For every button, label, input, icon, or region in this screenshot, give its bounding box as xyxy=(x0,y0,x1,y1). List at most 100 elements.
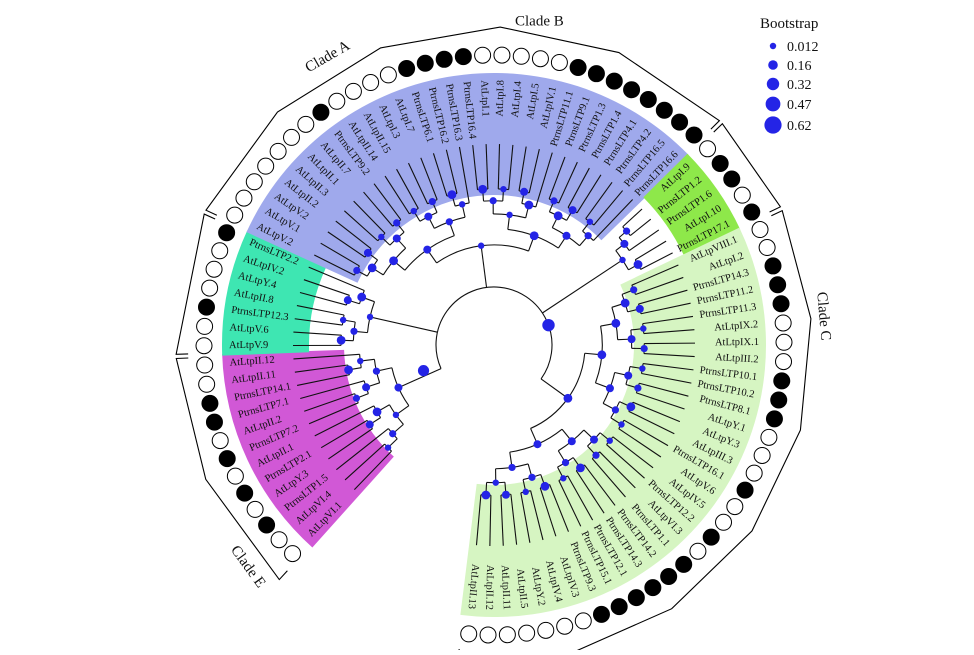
filled-circle-marker xyxy=(672,114,688,130)
bootstrap-node xyxy=(478,185,487,194)
open-circle-marker xyxy=(284,129,300,145)
bootstrap-node xyxy=(411,208,417,214)
open-circle-marker xyxy=(690,543,706,559)
bootstrap-node xyxy=(533,440,541,448)
open-circle-marker xyxy=(206,261,222,277)
bootstrap-node xyxy=(394,384,402,392)
filled-circle-marker xyxy=(417,55,433,71)
filled-circle-marker xyxy=(611,599,627,615)
bootstrap-node xyxy=(620,240,628,248)
bootstrap-node xyxy=(423,246,431,254)
bootstrap-node xyxy=(550,197,557,204)
bootstrap-node xyxy=(393,412,399,418)
bootstrap-node xyxy=(506,212,512,218)
open-circle-marker xyxy=(734,187,750,203)
open-circle-marker xyxy=(761,429,777,445)
filled-circle-marker xyxy=(737,482,753,498)
bootstrap-node xyxy=(429,198,436,205)
bootstrap-node xyxy=(530,231,539,240)
tree-branch xyxy=(542,260,622,313)
open-circle-marker xyxy=(202,280,218,296)
filled-circle-marker xyxy=(593,606,609,622)
tree-branch xyxy=(436,287,552,379)
open-circle-marker xyxy=(700,141,716,157)
open-circle-marker xyxy=(196,338,212,354)
bootstrap-node xyxy=(597,350,606,359)
bootstrap-node xyxy=(500,186,506,192)
leaf-label: AtLtpI.8 xyxy=(495,80,507,117)
bootstrap-legend: Bootstrap 0.012 0.16 0.32 0.47 0.62 xyxy=(760,16,819,134)
filled-circle-marker xyxy=(661,569,677,585)
bootstrap-node xyxy=(587,219,593,225)
bootstrap-node xyxy=(576,463,585,472)
filled-circle-marker xyxy=(656,102,672,118)
filled-circle-marker xyxy=(455,49,471,65)
bootstrap-node xyxy=(366,421,374,429)
bootstrap-node xyxy=(378,234,384,240)
bootstrap-node xyxy=(634,384,641,391)
open-circle-marker xyxy=(329,93,345,109)
bootstrap-node xyxy=(353,395,360,402)
open-circle-marker xyxy=(227,468,243,484)
bootstrap-node xyxy=(448,190,457,199)
bootstrap-legend-dot xyxy=(768,60,778,70)
bootstrap-node xyxy=(639,365,645,371)
bootstrap-node xyxy=(628,335,636,343)
bootstrap-node xyxy=(621,299,630,308)
bootstrap-node xyxy=(624,372,632,380)
open-circle-marker xyxy=(716,514,732,530)
filled-circle-marker xyxy=(198,299,214,315)
bootstrap-node xyxy=(490,197,497,204)
filled-circle-marker xyxy=(588,66,604,82)
filled-circle-marker xyxy=(765,258,781,274)
open-circle-marker xyxy=(197,357,213,373)
open-circle-marker xyxy=(212,243,228,259)
bootstrap-node xyxy=(344,296,352,304)
bootstrap-node xyxy=(568,437,576,445)
open-circle-marker xyxy=(776,354,792,370)
open-circle-marker xyxy=(519,625,535,641)
leaf-label: AtLtpI.1 xyxy=(478,80,490,117)
bootstrap-node xyxy=(619,257,625,263)
filled-circle-marker xyxy=(686,127,702,143)
open-circle-marker xyxy=(480,627,496,643)
bootstrap-legend-value: 0.012 xyxy=(787,40,819,55)
open-circle-marker xyxy=(258,158,274,174)
filled-circle-marker xyxy=(703,529,719,545)
tree-branch xyxy=(481,246,486,288)
bootstrap-node xyxy=(641,345,648,352)
filled-circle-marker xyxy=(259,517,275,533)
bootstrap-node xyxy=(528,474,535,481)
bootstrap-legend-dot xyxy=(766,97,781,112)
bootstrap-node xyxy=(350,328,357,335)
open-circle-marker xyxy=(285,546,301,562)
bootstrap-node xyxy=(607,438,613,444)
bootstrap-node xyxy=(344,365,353,374)
bootstrap-node xyxy=(634,260,643,269)
bootstrap-node xyxy=(482,491,491,500)
open-circle-marker xyxy=(236,190,252,206)
filled-circle-marker xyxy=(570,59,586,75)
open-circle-marker xyxy=(345,83,361,99)
open-circle-marker xyxy=(363,75,379,91)
bootstrap-node xyxy=(340,317,346,323)
open-circle-marker xyxy=(727,499,743,515)
open-circle-marker xyxy=(298,116,314,132)
bootstrap-node xyxy=(627,402,636,411)
open-circle-marker xyxy=(538,622,554,638)
filled-circle-marker xyxy=(219,225,235,241)
bootstrap-node xyxy=(459,201,465,207)
bootstrap-node xyxy=(373,368,380,375)
open-circle-marker xyxy=(199,376,215,392)
filled-circle-marker xyxy=(624,82,640,98)
bootstrap-node xyxy=(520,188,528,196)
bootstrap-node xyxy=(640,325,646,331)
bootstrap-node xyxy=(424,213,432,221)
tree-branch xyxy=(630,219,650,235)
bootstrap-node xyxy=(562,232,570,240)
bootstrap-legend-dot xyxy=(764,116,781,133)
open-circle-marker xyxy=(746,465,762,481)
open-circle-marker xyxy=(246,174,262,190)
bootstrap-node xyxy=(524,201,533,210)
